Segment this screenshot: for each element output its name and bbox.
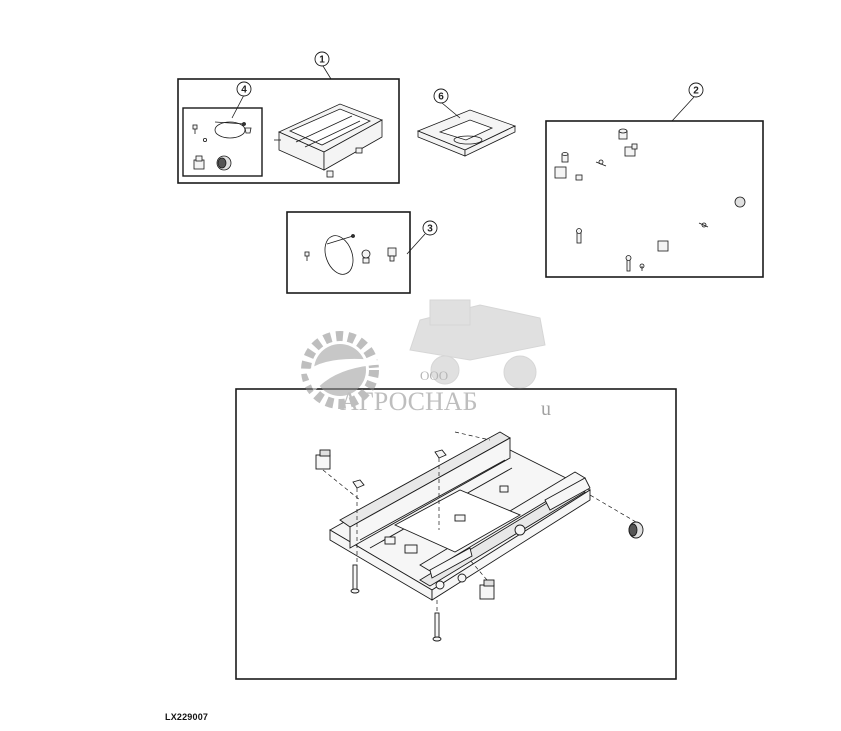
callout-1: 1	[314, 51, 330, 67]
callout-2: 2	[688, 82, 704, 98]
watermark-suffix: u	[541, 398, 551, 420]
watermark-prefix: ООО	[420, 368, 448, 383]
kit-4-box	[182, 107, 263, 177]
main-assembly	[235, 388, 677, 680]
tractor-silhouette	[409, 299, 546, 389]
watermark-logo: ООО АГРОСНАБ u	[301, 299, 551, 420]
callout-4-label: 4	[241, 85, 247, 96]
kit-3-parts	[304, 234, 397, 275]
kit-1-box	[177, 78, 400, 184]
callout-6-label: 6	[438, 92, 444, 103]
gear-icon	[301, 331, 410, 409]
kit-6-part	[416, 109, 517, 157]
seat-slide-frame	[315, 431, 644, 642]
kit-1-group	[177, 78, 400, 184]
assembly-dashed-lines	[322, 431, 637, 613]
callout-6: 6	[433, 88, 449, 104]
callout-3: 3	[422, 220, 438, 236]
callout-3-label: 3	[427, 224, 433, 235]
kit-4-parts	[192, 121, 252, 171]
watermark-name: АГРОСНАБ	[340, 387, 478, 416]
callout-1-label: 1	[319, 55, 325, 66]
kit-2-parts	[554, 128, 746, 272]
kit-2-box	[545, 120, 764, 278]
kit-2-group	[545, 120, 764, 278]
figure-id-label: LX229007	[165, 712, 209, 722]
callout-4: 4	[236, 81, 252, 97]
callout-2-label: 2	[693, 86, 699, 97]
kit-3-box	[286, 211, 411, 294]
main-assembly-box	[235, 388, 677, 680]
kit-3-group	[286, 211, 411, 294]
seat-frame-small	[274, 103, 383, 178]
callout-leaders	[231, 65, 695, 255]
